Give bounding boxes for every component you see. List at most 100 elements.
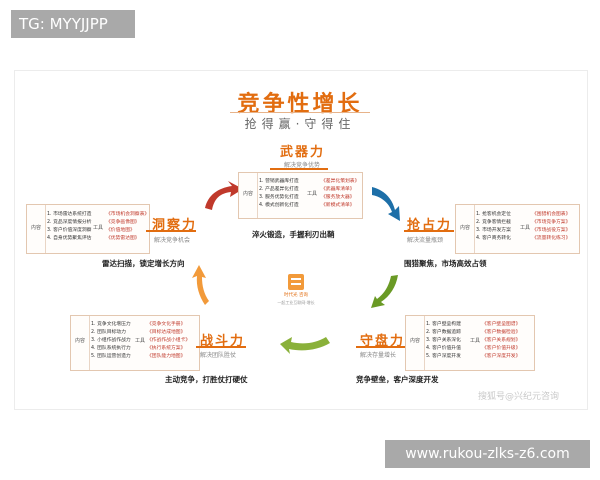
list-item: 4. 客户价值升值 (426, 346, 461, 351)
list-item: 1. 抢客机会定位 (476, 212, 511, 217)
defend-items: 1. 客户壁垒构建 2. 客户数据追踪 3. 客户关系深化 4. 客户价值升值 … (426, 321, 461, 361)
list-item: 3. 服务优势化打造 (259, 195, 299, 200)
list-item: 5. 客户深度开发 (426, 354, 461, 359)
combat-content-label: 内容 (75, 338, 86, 344)
arrow-red (205, 181, 243, 210)
list-item: 3. 小组作战作战力 (91, 338, 131, 343)
title-divider (230, 112, 370, 113)
list-item: 2. 竞争客情拦截 (476, 220, 511, 225)
insight-content-label: 内容 (31, 225, 42, 231)
defend-slogan: 竞争壁垒，客户深度开发 (356, 375, 439, 384)
diagram-subtitle: 抢得赢·守得住 (244, 117, 356, 131)
capture-tool-label: 工具 (520, 225, 531, 231)
weapon-tools: 《差异化策划表》 《武器库清单》 《服务放大器》 《新模式清单》 (321, 178, 359, 210)
weapon-sub: 解决竞争优势 (284, 162, 321, 169)
watermark: 搜狐号@兴纪元咨询 (478, 392, 560, 402)
defend-tool-label: 工具 (470, 338, 481, 344)
tool-item: 《竞争文化手册》 (147, 322, 186, 327)
insight-sub: 解决竞争机会 (154, 237, 191, 244)
tool-item: 《流量转化练习》 (532, 236, 571, 241)
list-item: 1. 市场雷达系统打造 (47, 212, 92, 217)
list-item: 4. 客户商务转化 (476, 236, 511, 241)
insight-tools: 《市场机会洞察表》 《竞争画像图》 《价值地图》 《优势雷达图》 (106, 211, 149, 243)
url-label: www.rukou-zlks-z6.com (385, 440, 590, 468)
tool-item: 《差异化策划表》 (321, 179, 360, 184)
tool-item: 《价值地图》 (106, 228, 135, 233)
list-item: 2. 团队目标动力 (91, 330, 126, 335)
list-item: 4. 团队系统执行力 (91, 346, 131, 351)
tool-item: 《客户数据检验》 (482, 330, 521, 335)
insight-tool-label: 工具 (93, 225, 104, 231)
tool-item: 《优势雷达图》 (106, 236, 140, 241)
list-item: 2. 竞品深度情报分析 (47, 220, 92, 225)
capture-title: 抢占力 (407, 218, 453, 233)
list-item: 1. 客户壁垒构建 (426, 322, 461, 327)
capture-items: 1. 抢客机会定位 2. 竞争客情拦截 3. 市场开发方案 4. 客户商务转化 (476, 211, 511, 243)
capture-sub: 解决流量瓶颈 (407, 237, 444, 244)
tool-item: 《市场竞争方案》 (532, 220, 571, 225)
center-name: 时代光 咨询 (284, 293, 308, 298)
defend-bar (356, 346, 406, 348)
tool-item: 《客户价值升级》 (482, 346, 521, 351)
list-item: 3. 客户价值深度洞察 (47, 228, 92, 233)
combat-box: 内容 1. 竞争文化增压力 2. 团队目标动力 3. 小组作战作战力 4. 团队… (70, 315, 200, 371)
list-item: 5. 团队运营创造力 (91, 354, 131, 359)
weapon-bar (270, 168, 328, 170)
tag-label: TG: MYYJJPP (11, 10, 135, 38)
list-item: 3. 客户关系深化 (426, 338, 461, 343)
combat-title: 战斗力 (200, 334, 246, 349)
capture-slogan: 围猎聚焦，市场高效占领 (404, 259, 487, 268)
center-sub: 一起工业互联网·增长 (277, 300, 315, 305)
arrow-green-bottom (280, 337, 330, 354)
weapon-content-label: 内容 (243, 191, 254, 197)
tool-item: 《目标达成地图》 (147, 330, 186, 335)
tool-item: 《武器库清单》 (321, 187, 355, 192)
insight-slogan: 雷达扫描，锁定增长方向 (102, 259, 185, 268)
list-item: 3. 市场开发方案 (476, 228, 511, 233)
weapon-box: 内容 1. 营销武器库打造 2. 产品差异化打造 3. 服务优势化打造 4. 模… (238, 172, 363, 219)
list-item: 1. 营销武器库打造 (259, 179, 299, 184)
weapon-items: 1. 营销武器库打造 2. 产品差异化打造 3. 服务优势化打造 4. 模式创新… (259, 178, 299, 210)
tool-item: 《竞争画像图》 (106, 220, 140, 225)
arrow-orange (192, 265, 209, 305)
insight-title: 洞察力 (152, 218, 198, 233)
logo-icon (288, 274, 304, 290)
insight-items: 1. 市场雷达系统打造 2. 竞品深度情报分析 3. 客户价值深度洞察 4. 自… (47, 211, 91, 243)
tool-item: 《市场机会洞察表》 (106, 212, 150, 217)
tool-item: 《团队能力地图》 (147, 354, 186, 359)
list-item: 2. 客户数据追踪 (426, 330, 461, 335)
defend-sub: 解决存量增长 (360, 352, 397, 359)
tool-item: 《市场战役方案》 (532, 228, 571, 233)
combat-bar (196, 346, 246, 348)
capture-tools: 《围猎机会图表》 《市场竞争方案》 《市场战役方案》 《流量转化练习》 (532, 211, 570, 243)
tool-item: 《服务放大器》 (321, 195, 355, 200)
tool-item: 《执行系统方案》 (147, 346, 186, 351)
combat-slogan: 主动竞争，打胜仗打硬仗 (165, 375, 248, 384)
weapon-tool-label: 工具 (307, 191, 318, 197)
tool-item: 《围猎机会图表》 (532, 212, 571, 217)
combat-sub: 解决团队胜仗 (200, 352, 237, 359)
arrow-green-right (371, 275, 398, 308)
combat-tool-label: 工具 (135, 338, 146, 344)
tool-item: 《新模式清单》 (321, 203, 355, 208)
capture-content-label: 内容 (460, 225, 471, 231)
insight-bar (146, 230, 196, 232)
list-item: 4. 自身优势聚焦评估 (47, 236, 92, 241)
weapon-slogan: 淬火锻造，手握利刃出鞘 (252, 230, 335, 239)
combat-tools: 《竞争文化手册》 《目标达成地图》 《作战作战小组卡》 《执行系统方案》 《团队… (147, 321, 190, 361)
defend-title: 守盘力 (360, 334, 406, 349)
insight-box: 内容 1. 市场雷达系统打造 2. 竞品深度情报分析 3. 客户价值深度洞察 4… (26, 204, 150, 254)
tool-item: 《客户关系规划》 (482, 338, 521, 343)
defend-box: 内容 1. 客户壁垒构建 2. 客户数据追踪 3. 客户关系深化 4. 客户价值… (405, 315, 535, 371)
list-item: 2. 产品差异化打造 (259, 187, 299, 192)
capture-box: 内容 1. 抢客机会定位 2. 竞争客情拦截 3. 市场开发方案 4. 客户商务… (455, 204, 580, 254)
tool-item: 《客户深度开发》 (482, 354, 521, 359)
tool-item: 《作战作战小组卡》 (147, 338, 191, 343)
list-item: 1. 竞争文化增压力 (91, 322, 131, 327)
tool-item: 《客户壁垒图谱》 (482, 322, 521, 327)
defend-tools: 《客户壁垒图谱》 《客户数据检验》 《客户关系规划》 《客户价值升级》 《客户深… (482, 321, 520, 361)
capture-bar (404, 230, 454, 232)
arrow-blue (372, 187, 400, 221)
combat-items: 1. 竞争文化增压力 2. 团队目标动力 3. 小组作战作战力 4. 团队系统执… (91, 321, 131, 361)
